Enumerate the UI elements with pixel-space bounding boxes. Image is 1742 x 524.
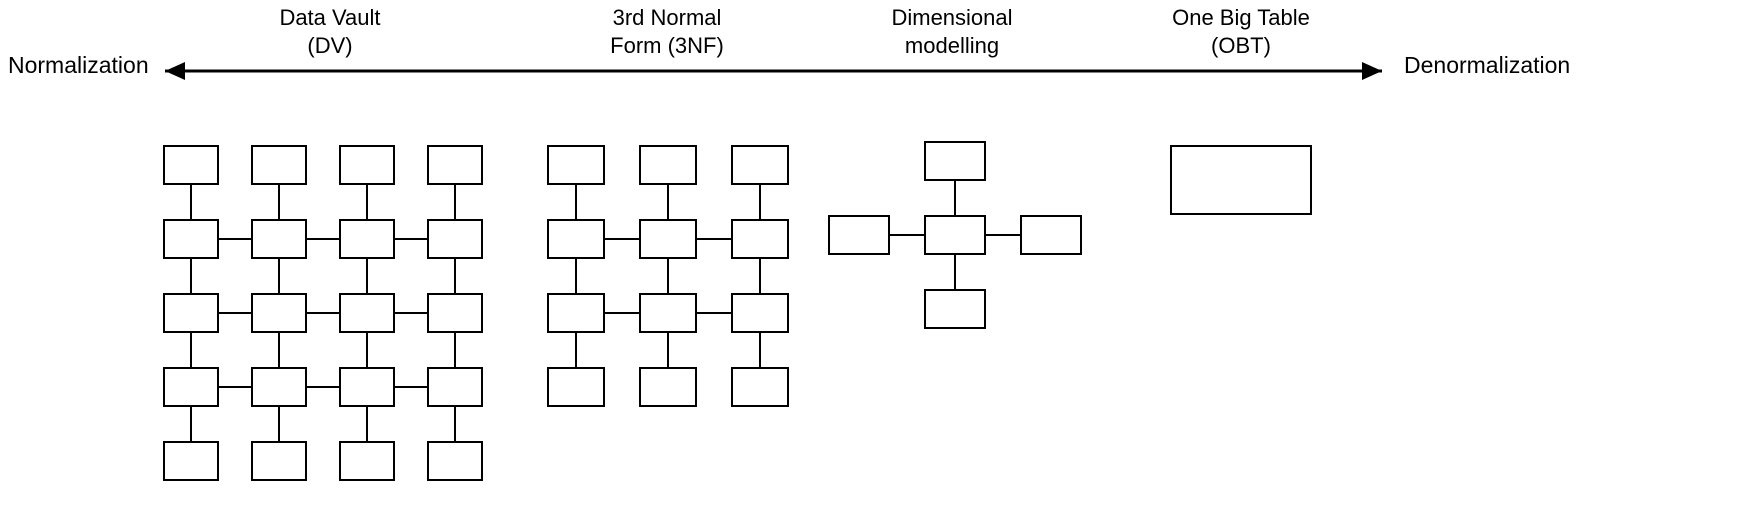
dimension-table-top	[924, 141, 986, 181]
table-box	[427, 219, 483, 259]
table-box	[639, 367, 697, 407]
table-box	[731, 367, 789, 407]
table-box	[547, 145, 605, 185]
table-box	[339, 219, 395, 259]
normalization-axis: Normalization Denormalization Data Vault…	[0, 0, 1742, 105]
table-box	[339, 441, 395, 481]
model-caption-data-vault: Data Vault (DV)	[180, 4, 480, 60]
table-box	[163, 293, 219, 333]
table-box	[251, 293, 307, 333]
table-box	[731, 293, 789, 333]
caption-line-2: modelling	[904, 33, 1000, 58]
caption-line-1: One Big Table	[1172, 5, 1310, 30]
table-box	[251, 441, 307, 481]
dimension-table-left	[828, 215, 890, 255]
table-box	[427, 441, 483, 481]
model-caption-one-big-table: One Big Table (OBT)	[1091, 4, 1391, 60]
table-box	[547, 219, 605, 259]
table-box	[427, 367, 483, 407]
table-box	[339, 367, 395, 407]
model-caption-dimensional-modelling: Dimensional modelling	[802, 4, 1102, 60]
table-box	[251, 367, 307, 407]
axis-left-label: Normalization	[8, 52, 149, 78]
arrowhead-left	[165, 62, 185, 80]
arrowhead-right	[1362, 62, 1382, 80]
dimension-table-right	[1020, 215, 1082, 255]
caption-line-1: 3rd Normal	[612, 5, 722, 30]
table-box	[427, 293, 483, 333]
table-box	[639, 145, 697, 185]
table-box	[731, 219, 789, 259]
table-box	[163, 219, 219, 259]
table-box	[547, 367, 605, 407]
caption-line-2: Form (3NF)	[610, 33, 724, 58]
cluster-one-big-table	[1170, 145, 1312, 215]
one-big-table-box	[1170, 145, 1312, 215]
table-box	[163, 441, 219, 481]
table-box	[639, 293, 697, 333]
table-box	[427, 145, 483, 185]
table-box	[251, 145, 307, 185]
cluster-data-vault	[163, 145, 483, 481]
table-box	[163, 145, 219, 185]
caption-line-1: Data Vault	[279, 5, 381, 30]
double-headed-arrow-icon	[165, 62, 1382, 80]
table-box	[731, 145, 789, 185]
table-box	[639, 219, 697, 259]
caption-line-2: (OBT)	[1211, 33, 1271, 58]
table-box	[251, 219, 307, 259]
cluster-dimensional-modelling	[828, 141, 1082, 329]
table-box	[547, 293, 605, 333]
cluster-third-normal-form	[547, 145, 789, 407]
table-box	[339, 145, 395, 185]
caption-line-1: Dimensional	[891, 5, 1013, 30]
dimension-table-bottom	[924, 289, 986, 329]
axis-right-label: Denormalization	[1404, 52, 1571, 78]
fact-table-center	[924, 215, 986, 255]
caption-line-2: (DV)	[307, 33, 353, 58]
table-box	[163, 367, 219, 407]
table-box	[339, 293, 395, 333]
